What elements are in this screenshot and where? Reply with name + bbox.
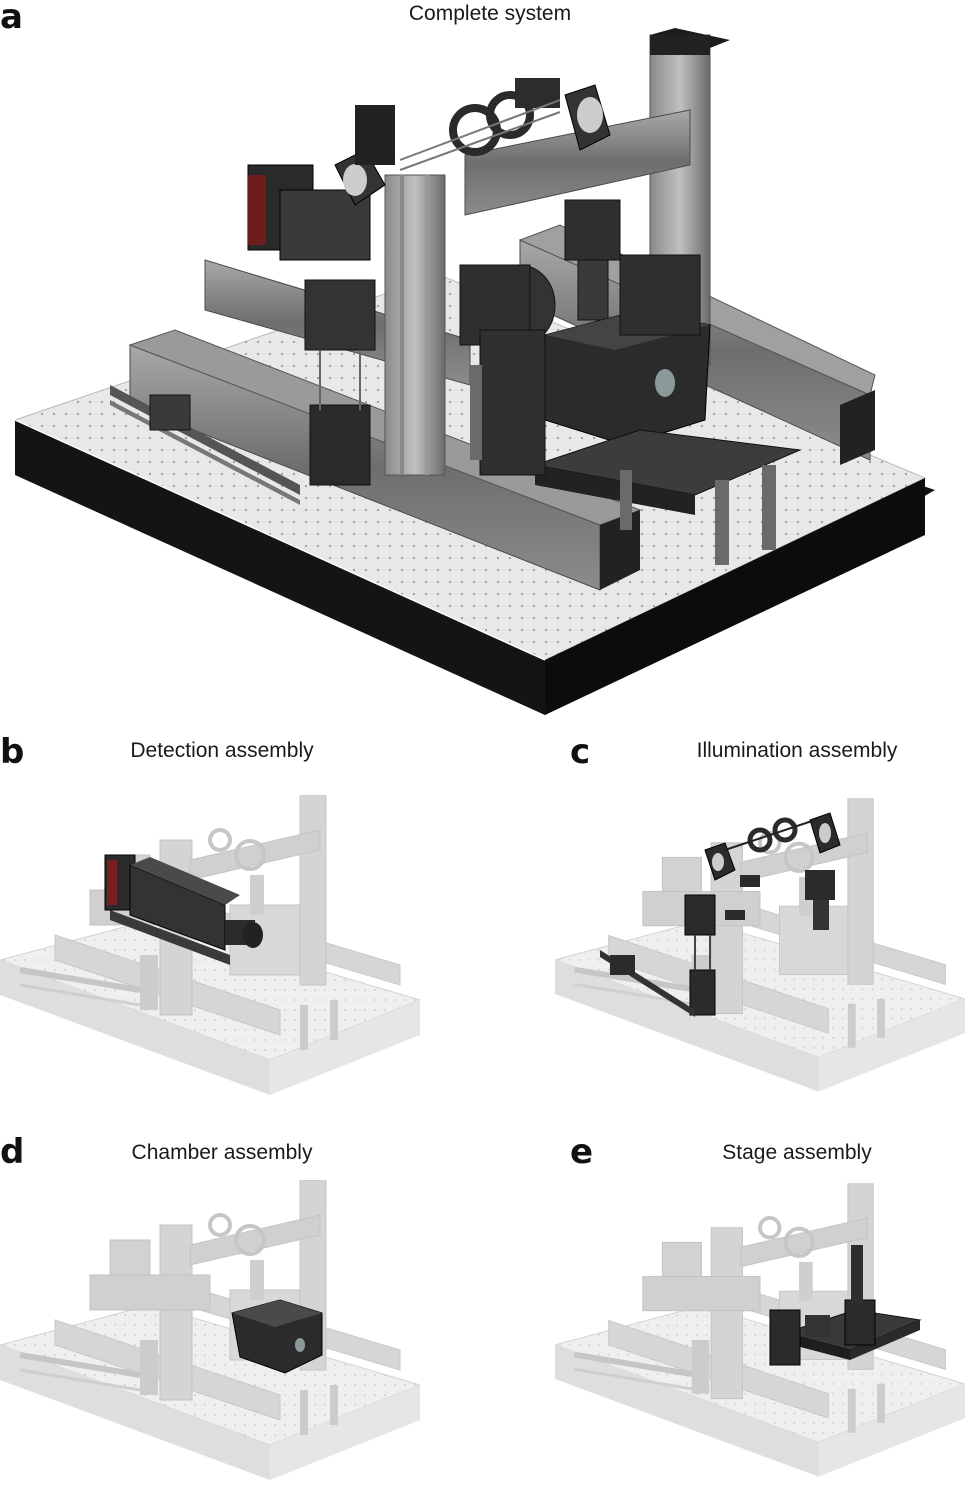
panel-d-letter: d bbox=[0, 1132, 25, 1172]
panel-a-title: Complete system bbox=[408, 2, 572, 25]
panel-e: e Stage assembly bbox=[555, 1135, 977, 1500]
chamber-assembly-illustration bbox=[0, 1135, 440, 1500]
panel-a-letter: a bbox=[0, 0, 23, 37]
optical-table-side-right bbox=[545, 478, 925, 715]
panel-b-title: Detection assembly bbox=[130, 739, 314, 762]
panel-d-title: Chamber assembly bbox=[131, 1141, 313, 1164]
panel-e-title: Stage assembly bbox=[722, 1141, 872, 1164]
panel-b: b Detection assembly bbox=[0, 735, 440, 1115]
detection-assembly-illustration bbox=[0, 735, 440, 1115]
optical-table-side-left bbox=[15, 420, 545, 715]
panel-e-letter: e bbox=[570, 1132, 594, 1172]
panel-d: d Chamber assembly bbox=[0, 1135, 440, 1500]
panel-c-letter: c bbox=[570, 732, 591, 772]
stage bbox=[533, 429, 802, 496]
center-post bbox=[384, 174, 446, 476]
panel-c: c Illumination assembly bbox=[555, 735, 977, 1115]
panel-b-letter: b bbox=[0, 732, 25, 772]
complete-system-illustration bbox=[13, 28, 935, 715]
upper-beam bbox=[464, 109, 691, 216]
stage-assembly-illustration bbox=[555, 1135, 977, 1500]
panel-a: a Complete system bbox=[0, 0, 977, 720]
panel-c-title: Illumination assembly bbox=[696, 739, 898, 762]
illumination-assembly-illustration bbox=[555, 735, 977, 1115]
